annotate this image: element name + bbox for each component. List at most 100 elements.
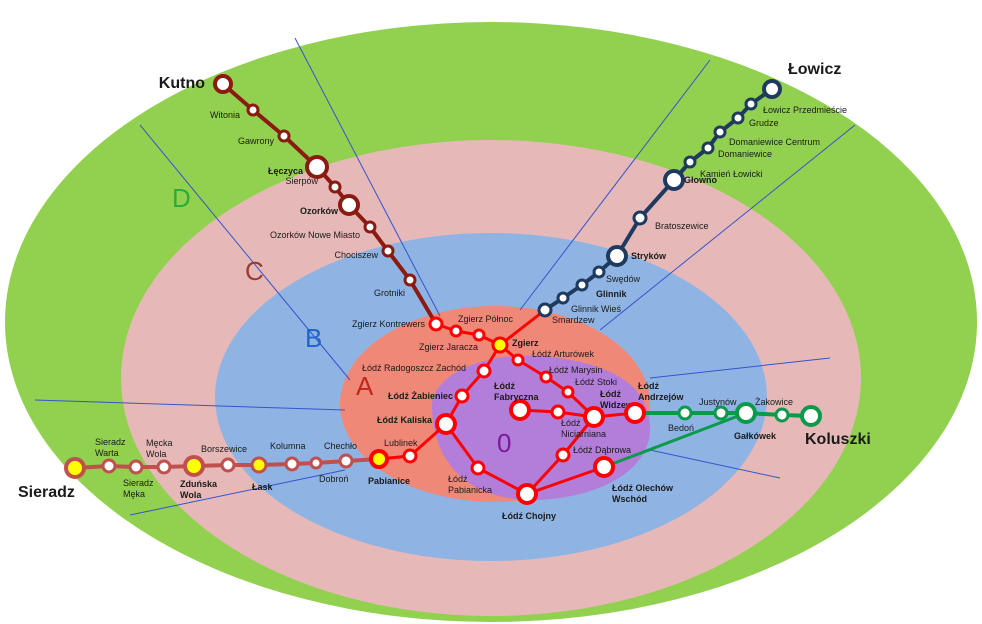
- station-marker: [338, 194, 360, 216]
- station-marker: [183, 455, 205, 477]
- station-label: Kutno: [159, 75, 205, 92]
- station-kamien: Kamień Łowicki: [683, 155, 763, 179]
- station-label: Ozorków: [300, 206, 339, 216]
- station-label: Borszewice: [201, 444, 247, 454]
- station-gawrony: Gawrony: [238, 129, 291, 146]
- station-label: Bratoszewice: [655, 221, 709, 231]
- station-sieradz: Sieradz: [18, 457, 86, 501]
- station-label: Łódź Marysin: [549, 365, 603, 375]
- station-kolumna: Kolumna: [270, 441, 323, 470]
- station-marker: [435, 413, 457, 435]
- station-marker: [744, 97, 758, 111]
- station-sierpow: Sierpów: [285, 176, 342, 194]
- station-label: Koluszki: [805, 431, 871, 448]
- station-marker: [428, 316, 444, 332]
- station-label: Grudze: [749, 118, 779, 128]
- station-justynow: Justynów: [699, 397, 737, 421]
- station-marker: [213, 74, 233, 94]
- station-kaliska: Łódź Kaliska: [377, 413, 457, 435]
- station-marker: [575, 278, 589, 292]
- station-zg-kontrewers: Zgierz Kontrewers: [352, 316, 444, 332]
- station-chociszew: Chociszew: [334, 244, 395, 260]
- station-label: Ozorków Nowe Miasto: [270, 230, 360, 240]
- station-label: Niciarniana: [561, 429, 606, 439]
- station-label: Męka: [123, 489, 145, 499]
- station-label: Zgierz: [512, 338, 539, 348]
- station-marker: [220, 457, 236, 473]
- station-swedow: Swędów: [592, 265, 641, 284]
- station-smardzew: Smardzew: [537, 302, 595, 325]
- zone-b-label: B: [305, 323, 322, 353]
- station-label: Gawrony: [238, 136, 275, 146]
- station-marker: [762, 79, 782, 99]
- station-marker: [284, 456, 300, 472]
- station-marker: [555, 447, 571, 463]
- station-bratoszewice: Bratoszewice: [632, 210, 709, 231]
- station-strykow: Stryków: [606, 245, 667, 267]
- station-marker: [516, 483, 538, 505]
- station-marker: [402, 448, 418, 464]
- station-label: Łódź: [448, 474, 468, 484]
- station-marker: [156, 459, 172, 475]
- station-label: Łódź: [600, 389, 621, 399]
- station-label: Witonia: [210, 110, 240, 120]
- station-label: Stryków: [631, 251, 667, 261]
- station-label: Swędów: [606, 274, 641, 284]
- station-zg-polnoc: Zgierz Północ: [449, 314, 514, 338]
- station-label: Zgierz Północ: [458, 314, 514, 324]
- station-label: Męcka: [146, 438, 173, 448]
- station-marker: [472, 328, 486, 342]
- station-marker: [774, 407, 790, 423]
- station-ozorkow: Ozorków: [300, 194, 360, 216]
- station-marker: [363, 220, 377, 234]
- station-label: Bedoń: [668, 423, 694, 433]
- station-label: Sierpów: [285, 176, 318, 186]
- station-label: Kolumna: [270, 441, 306, 451]
- station-domaniewice-c: Domaniewice Centrum: [713, 125, 820, 147]
- zone-a-label: A: [356, 371, 374, 401]
- station-label: Łódź Chojny: [502, 511, 556, 521]
- station-dobron: Dobroń: [284, 456, 349, 484]
- station-marker: [449, 324, 463, 338]
- station-marker: [309, 456, 323, 470]
- station-leczyca: Łęczyca: [268, 155, 329, 179]
- station-label: Łódź Olechów: [612, 483, 674, 493]
- station-label: Chociszew: [334, 250, 378, 260]
- station-lublinek: Lublinek: [384, 438, 418, 464]
- station-label: Wola: [146, 449, 166, 459]
- station-label: Łódź Żabieniec: [388, 391, 453, 401]
- station-marysin: Łódź Marysin: [539, 365, 603, 384]
- station-glinnik-wies: Glinnik Wieś: [556, 291, 622, 314]
- station-label: Zgierz Kontrewers: [352, 319, 426, 329]
- station-marker: [561, 385, 575, 399]
- station-label: Pabianicka: [448, 485, 492, 495]
- station-marker: [369, 449, 389, 469]
- zone-0-label: 0: [497, 428, 511, 458]
- station-lask: Łask: [250, 456, 274, 492]
- station-marker: [305, 155, 329, 179]
- station-marker: [550, 404, 566, 420]
- station-marker: [101, 458, 117, 474]
- station-marker: [735, 402, 757, 424]
- station-label: Widzew: [600, 400, 634, 410]
- station-label: Łódź: [638, 381, 659, 391]
- station-label: Warta: [95, 448, 119, 458]
- zone-dividers: [34, 37, 856, 516]
- station-label: Łowicz: [788, 61, 841, 78]
- station-label: Łask: [252, 482, 274, 492]
- line-kutno: [221, 82, 438, 326]
- station-pabianice: Pabianice: [368, 449, 410, 486]
- station-label: Domaniewice: [718, 149, 772, 159]
- station-radogoszcz: Łódź Radogoszcz Zachód: [362, 363, 492, 379]
- station-label: Fabryczna: [494, 392, 540, 402]
- station-marker: [246, 103, 260, 117]
